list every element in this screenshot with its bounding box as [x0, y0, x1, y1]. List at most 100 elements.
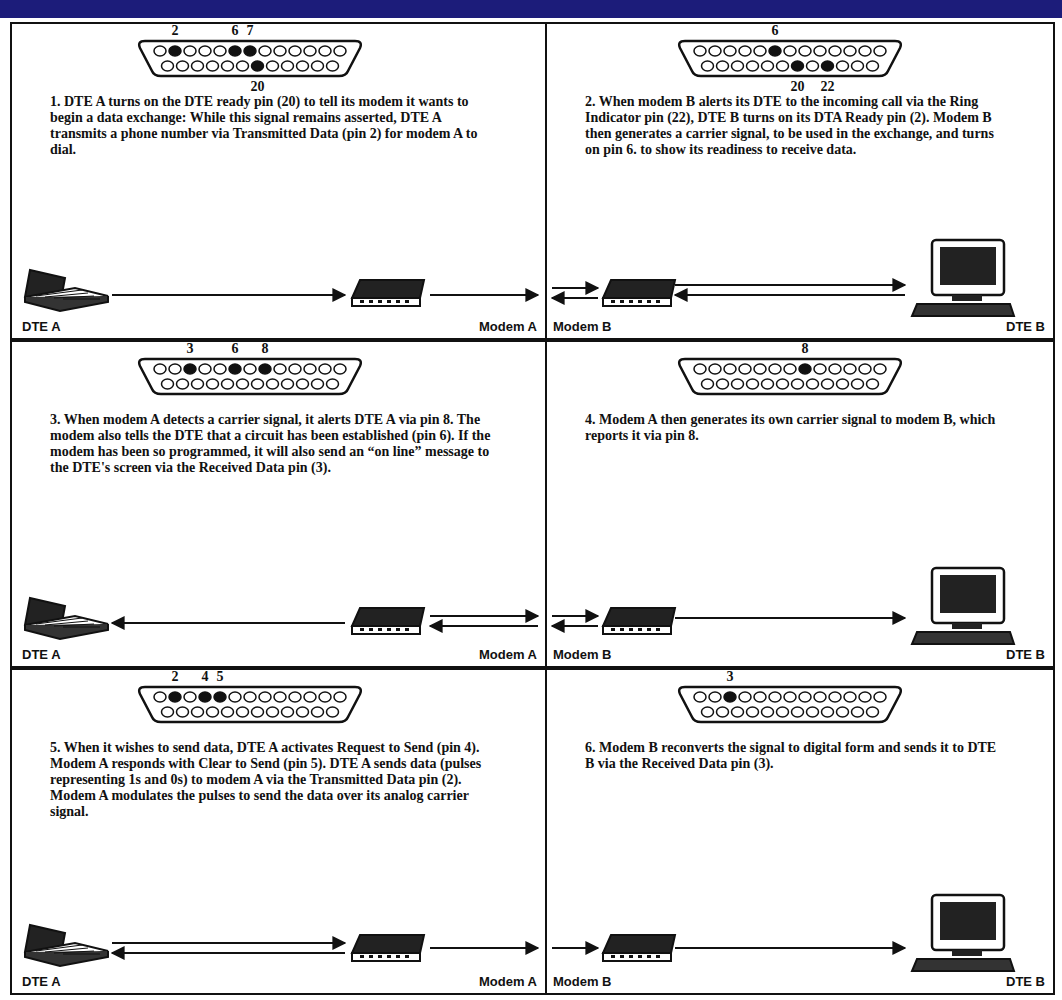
- monitor-screen: [940, 902, 996, 940]
- connector-pin: [814, 46, 826, 56]
- connector-pin: [229, 46, 241, 56]
- pin-number: 20: [791, 79, 805, 94]
- connector-pin: [274, 364, 286, 374]
- laptop-keys: [54, 296, 94, 298]
- pin-number: 5: [217, 669, 224, 684]
- modem-top: [352, 608, 424, 626]
- connector-pin: [784, 364, 796, 374]
- device-label: DTE B: [1006, 319, 1045, 334]
- connector-pin: [777, 707, 789, 717]
- connector-pin: [874, 46, 886, 56]
- connector-pin: [237, 61, 249, 71]
- step-caption: 6. Modem B reconverts the signal to digi…: [585, 740, 1005, 772]
- step-caption: 4. Modem A then generates its own carrie…: [585, 412, 1005, 444]
- keyboard: [912, 959, 1014, 971]
- connector-pin: [267, 707, 279, 717]
- connector-pin: [274, 46, 286, 56]
- db25-connector: [679, 41, 901, 76]
- monitor-stand: [952, 623, 982, 629]
- connector-pin: [709, 46, 721, 56]
- connector-pin: [807, 379, 819, 389]
- step-caption: 3. When modem A detects a carrier signal…: [50, 412, 497, 476]
- step-caption: 2. When modem B alerts its DTE to the in…: [585, 94, 1005, 158]
- device-label: Modem B: [553, 319, 612, 334]
- modem-light: [360, 955, 364, 958]
- modem-light: [387, 628, 391, 631]
- connector-pin: [162, 61, 174, 71]
- connector-pin: [169, 46, 181, 56]
- db25-connector: [139, 359, 361, 394]
- modem-top: [603, 608, 675, 626]
- signal-arrow: [552, 287, 598, 289]
- connector-pin: [169, 692, 181, 702]
- modem-light: [369, 955, 373, 958]
- connector-pin: [222, 61, 234, 71]
- modem-light: [611, 300, 615, 303]
- signal-arrow: [675, 294, 905, 296]
- connector-pin: [154, 46, 166, 56]
- connector-pin: [852, 61, 864, 71]
- connector-pin: [282, 379, 294, 389]
- connector-pin: [799, 692, 811, 702]
- step-panel: 4. Modem A then generates its own carrie…: [545, 340, 1055, 668]
- connector-pin: [162, 379, 174, 389]
- modem-light: [638, 300, 642, 303]
- pin-number: 6: [772, 23, 779, 38]
- pin-number: 3: [727, 669, 734, 684]
- modem-light: [396, 955, 400, 958]
- connector-pin: [747, 379, 759, 389]
- connector-pin: [769, 46, 781, 56]
- connector-pin: [334, 692, 346, 702]
- connector-pin: [184, 692, 196, 702]
- connector-pin: [784, 46, 796, 56]
- connector-pin: [214, 692, 226, 702]
- connector-pin: [214, 364, 226, 374]
- step-panel: 2. When modem B alerts its DTE to the in…: [545, 22, 1055, 340]
- connector-pin: [822, 379, 834, 389]
- modem-light: [656, 955, 660, 958]
- connector-pin: [717, 379, 729, 389]
- db25-connector: [139, 687, 361, 722]
- pin-number: 6: [232, 341, 239, 356]
- connector-pin: [267, 61, 279, 71]
- connector-pin: [867, 379, 879, 389]
- connector-pin: [154, 364, 166, 374]
- step-panel: 5. When it wishes to send data, DTE A ac…: [10, 668, 547, 995]
- connector-pin: [732, 707, 744, 717]
- connector-pin: [304, 364, 316, 374]
- connector-pin: [762, 707, 774, 717]
- connector-pin: [244, 46, 256, 56]
- connector-pin: [874, 692, 886, 702]
- connector-pin: [162, 707, 174, 717]
- signal-arrow: [675, 947, 905, 949]
- connector-pin: [237, 707, 249, 717]
- connector-pin: [199, 46, 211, 56]
- monitor-stand: [952, 295, 982, 301]
- modem-light: [647, 300, 651, 303]
- pin-number: 20: [251, 79, 265, 94]
- connector-pin: [694, 364, 706, 374]
- connector-pin: [852, 379, 864, 389]
- connector-pin: [319, 364, 331, 374]
- signal-arrow: [430, 294, 538, 296]
- connector-pin: [177, 379, 189, 389]
- laptop-keys: [63, 299, 100, 300]
- laptop-keys: [36, 945, 82, 951]
- connector-pin: [784, 692, 796, 702]
- signal-arrow: [112, 294, 345, 296]
- connector-pin: [702, 707, 714, 717]
- connector-pin: [769, 692, 781, 702]
- modem-light: [611, 955, 615, 958]
- connector-pin: [304, 692, 316, 702]
- laptop-edge: [25, 296, 108, 311]
- connector-pin: [192, 61, 204, 71]
- connector-pin: [732, 61, 744, 71]
- connector-pin: [312, 379, 324, 389]
- connector-pin: [289, 364, 301, 374]
- connector-pin: [327, 61, 339, 71]
- connector-pin: [327, 379, 339, 389]
- connector-pin: [709, 364, 721, 374]
- monitor-stand: [952, 950, 982, 956]
- connector-pin: [274, 692, 286, 702]
- connector-pin: [792, 379, 804, 389]
